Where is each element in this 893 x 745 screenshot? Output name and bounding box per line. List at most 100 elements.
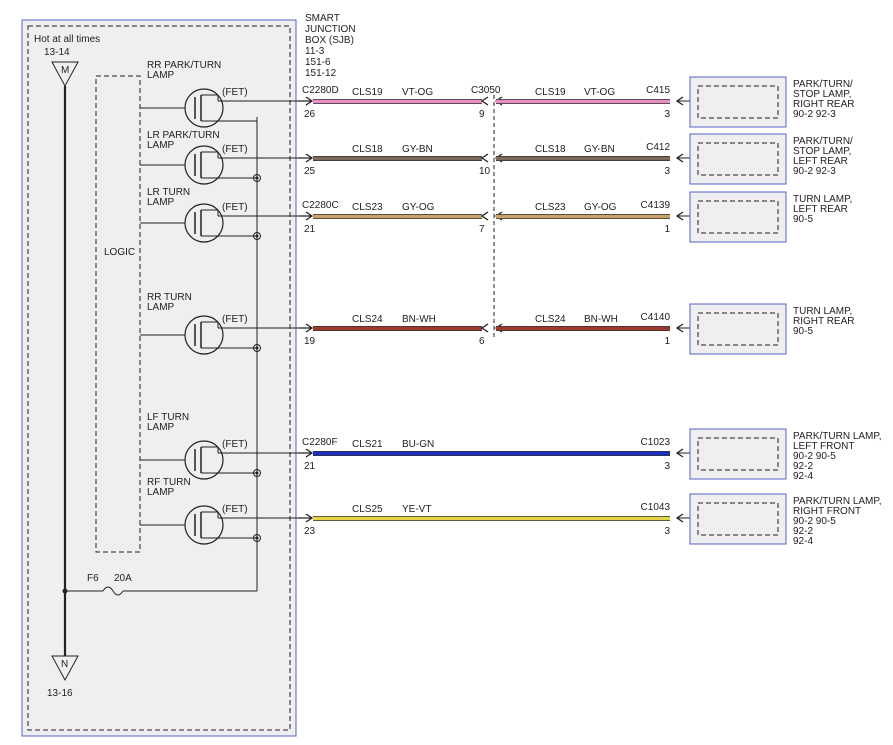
svg-text:BOX (SJB): BOX (SJB) (305, 35, 354, 46)
load-ref: 90-2 92-3 (793, 109, 836, 120)
load-connector: C4139 (641, 200, 671, 211)
load-name: PARK/TURN LAMP, (793, 431, 882, 442)
sjb-title: SMART JUNCTION BOX (SJB) 11-3 151-6 151-… (305, 13, 356, 79)
load-ref: 92-4 (793, 536, 813, 547)
fet-type: (FET) (222, 144, 248, 155)
circuit-id: CLS21 (352, 439, 383, 450)
bottom-ref: 13-16 (47, 688, 73, 699)
sjb-pin-arrow (298, 323, 314, 333)
splice-ring (253, 344, 261, 352)
load-box (689, 303, 787, 355)
fet-label: LAMP (147, 197, 175, 208)
mid-pin: 6 (479, 336, 485, 347)
hot-label: Hot at all times (34, 34, 100, 45)
wire-color: BN-WH (402, 314, 436, 325)
wire-color: VT-OG (402, 87, 433, 98)
load-ref: 92-2 (793, 461, 813, 472)
splice-dot (255, 176, 259, 180)
load-pin: 3 (664, 526, 670, 537)
circuit-id: CLS23 (352, 202, 383, 213)
fet-type: (FET) (222, 504, 248, 515)
fet-label: LAMP (147, 487, 175, 498)
fet-circle (184, 315, 224, 355)
mid-pin: 7 (479, 224, 485, 235)
fet-label: LAMP (147, 302, 175, 313)
fet-label: RR PARK/TURN (147, 60, 221, 71)
sjb-connector: C2280F (302, 437, 338, 448)
load-name: PARK/TURN/ (793, 136, 853, 147)
load-box (689, 76, 787, 128)
sjb-pin: 25 (304, 166, 316, 177)
splice-dot (255, 536, 259, 540)
fuse-symbol (102, 586, 124, 596)
circuit2-id: CLS18 (535, 144, 566, 155)
splice-dot (255, 346, 259, 350)
load-inner-dashed (697, 200, 779, 234)
load-ref: 90-2 92-3 (793, 166, 836, 177)
wire2-color: GY-OG (584, 202, 617, 213)
load-connector: C412 (646, 142, 670, 153)
mid-arrow-in (480, 323, 489, 333)
load-name: LEFT FRONT (793, 441, 854, 452)
load-connector: C1043 (641, 502, 671, 513)
load-box (689, 133, 787, 185)
sjb-box (21, 19, 297, 737)
load-box (689, 191, 787, 243)
wire-color: GY-BN (402, 144, 433, 155)
sjb-pin-arrow (298, 153, 314, 163)
fet-type: (FET) (222, 314, 248, 325)
fet-label: LR TURN (147, 187, 190, 198)
mid-arrow-in (480, 96, 489, 106)
wire2-color: BN-WH (584, 314, 618, 325)
splice-ring (253, 469, 261, 477)
load-name: PARK/TURN LAMP, (793, 496, 882, 507)
splice-dot (255, 471, 259, 475)
top-ref: 13-14 (44, 47, 70, 58)
circuit-id: CLS24 (352, 314, 383, 325)
load-name: LEFT REAR (793, 204, 848, 215)
sjb-pin: 23 (304, 526, 316, 537)
load-inner-dashed (697, 312, 779, 346)
fet-type: (FET) (222, 202, 248, 213)
circuit-id: CLS25 (352, 504, 383, 515)
fuse-name: F6 (87, 573, 99, 584)
sjb-connector: C2280D (302, 85, 339, 96)
circuit2-id: CLS24 (535, 314, 566, 325)
fet-type: (FET) (222, 439, 248, 450)
load-name: STOP LAMP, (793, 146, 851, 157)
load-pin: 1 (664, 224, 670, 235)
load-name: RIGHT FRONT (793, 506, 861, 517)
load-ref: 92-2 (793, 526, 813, 537)
wire-color: YE-VT (402, 504, 431, 515)
load-pin: 3 (664, 461, 670, 472)
sjb-pin-arrow (298, 513, 314, 523)
circuit-id: CLS19 (352, 87, 383, 98)
fet-label: LAMP (147, 140, 175, 151)
load-box (689, 428, 787, 480)
sjb-pin: 21 (304, 224, 316, 235)
fet-label: LR PARK/TURN (147, 130, 220, 141)
load-ref: 92-4 (793, 471, 813, 482)
load-name: LEFT REAR (793, 156, 848, 167)
load-name: RIGHT REAR (793, 99, 855, 110)
mid-arrow-in (480, 211, 489, 221)
top-pin-label: M (61, 65, 69, 76)
load-pin: 3 (664, 109, 670, 120)
load-box (689, 493, 787, 545)
